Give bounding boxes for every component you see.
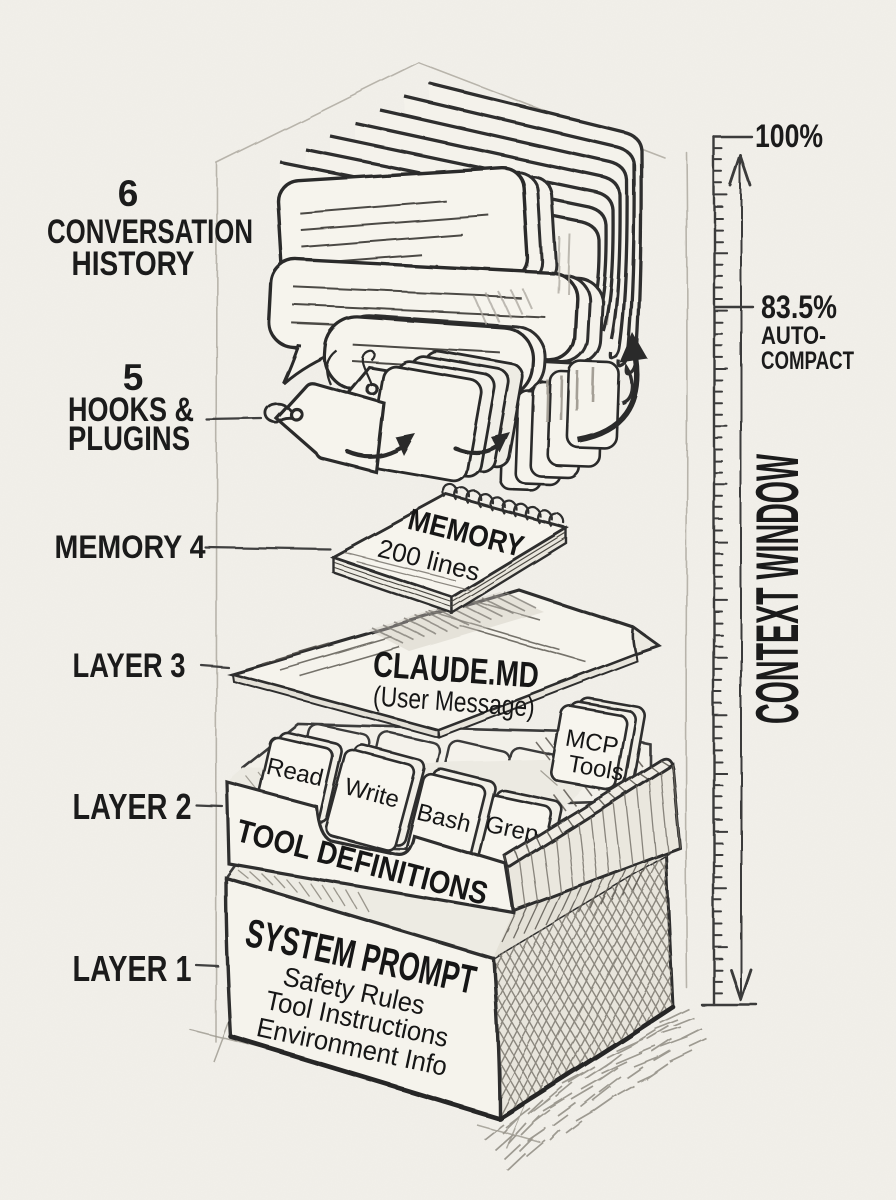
svg-text:100%: 100% [755,118,823,154]
svg-text:CONVERSATION: CONVERSATION [47,213,253,251]
svg-text:LAYER 1: LAYER 1 [73,948,192,989]
svg-text:6: 6 [118,173,139,214]
svg-text:HISTORY: HISTORY [72,245,195,283]
svg-text:COMPACT: COMPACT [761,347,854,375]
svg-text:5: 5 [123,357,144,398]
svg-text:PLUGINS: PLUGINS [68,420,190,458]
svg-text:HOOKS &: HOOKS & [68,391,194,429]
svg-text:AUTO-: AUTO- [761,322,826,350]
svg-text:CONTEXT WINDOW: CONTEXT WINDOW [744,454,811,724]
svg-text:MEMORY 4: MEMORY 4 [55,529,206,565]
svg-text:LAYER 3: LAYER 3 [73,647,186,685]
svg-text:LAYER 2: LAYER 2 [73,786,192,827]
svg-text:83.5%: 83.5% [761,289,837,325]
